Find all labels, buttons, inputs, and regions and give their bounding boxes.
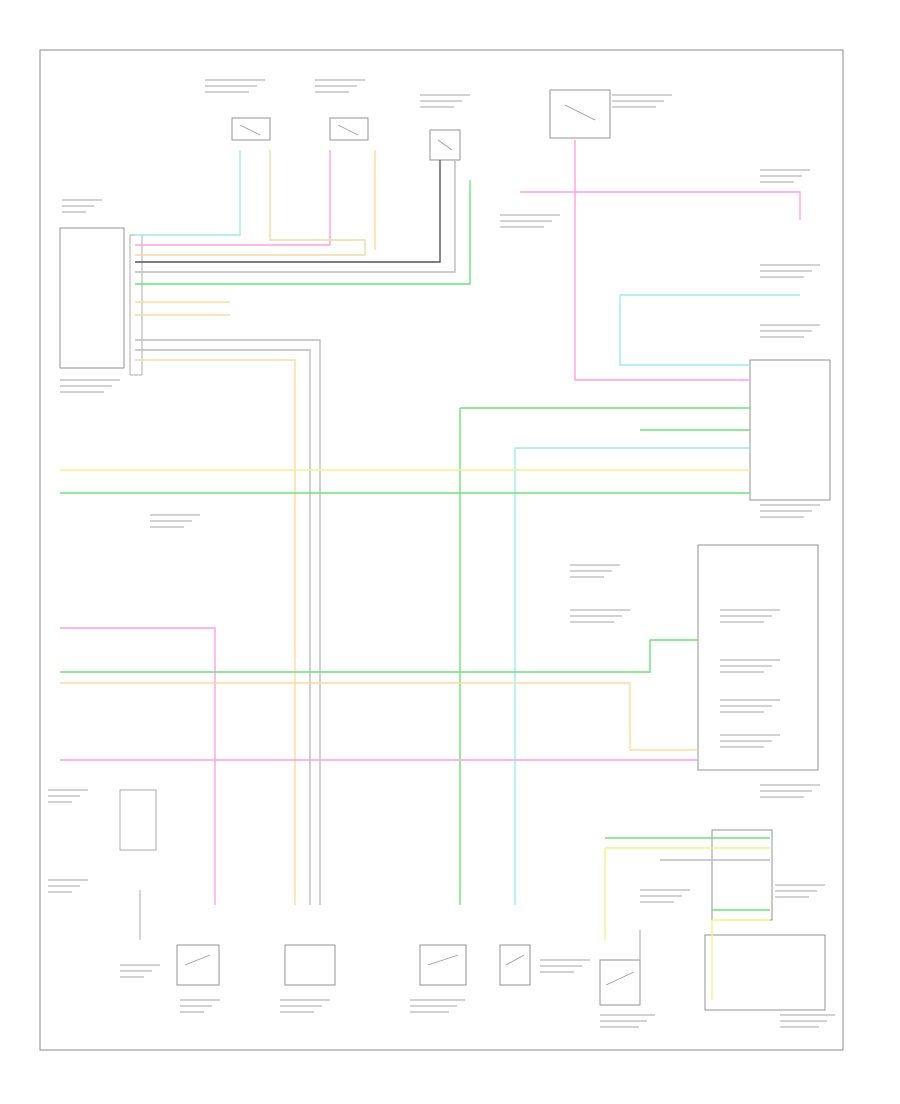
wire-yellow-br (604, 847, 770, 940)
wire-pink-relay (520, 191, 801, 220)
bottom-switch-4 (499, 944, 531, 986)
wiper-motor-module (329, 117, 369, 141)
wire-gray-bcm2 (135, 349, 311, 905)
wire-tan-top (135, 150, 366, 256)
wire-green-right (459, 407, 750, 905)
wire-orange-low (60, 682, 698, 751)
bottom-switch-1 (176, 944, 220, 986)
diagram-frame (39, 49, 844, 1051)
wire-gray-top (135, 160, 456, 273)
washer-fluid-level-switch (231, 117, 271, 141)
bottom-switch-3 (419, 944, 467, 986)
wire-green-top (135, 180, 471, 285)
bottom-connector-2 (284, 944, 336, 986)
seat-module-right (711, 829, 773, 921)
body-control-module-left (59, 227, 143, 376)
wire-lightblue-right (619, 294, 800, 366)
bottom-switch-5 (599, 959, 641, 1006)
wire-harness (60, 140, 801, 1000)
left-ground-component (119, 789, 157, 940)
ignition-relay-box (549, 89, 611, 139)
instrument-panel-module (697, 544, 819, 771)
wire-black-top (135, 160, 441, 263)
wire-pink-vert (574, 140, 750, 381)
wire-yellow-br2 (711, 919, 770, 1000)
wire-orange-down (135, 359, 296, 905)
bottom-right-switch-box (704, 934, 826, 1011)
component-annotations (48, 79, 835, 1028)
wire-pink-top (135, 150, 331, 246)
rear-lamp-module-right (749, 359, 831, 501)
wire-pink-low (60, 627, 216, 905)
wire-lightblue-top (135, 150, 241, 236)
wire-lightblue-mid (514, 447, 750, 905)
engine-coolant-switch (429, 129, 461, 161)
wire-gray-bcm (135, 339, 321, 905)
wire-green-low (60, 639, 698, 673)
